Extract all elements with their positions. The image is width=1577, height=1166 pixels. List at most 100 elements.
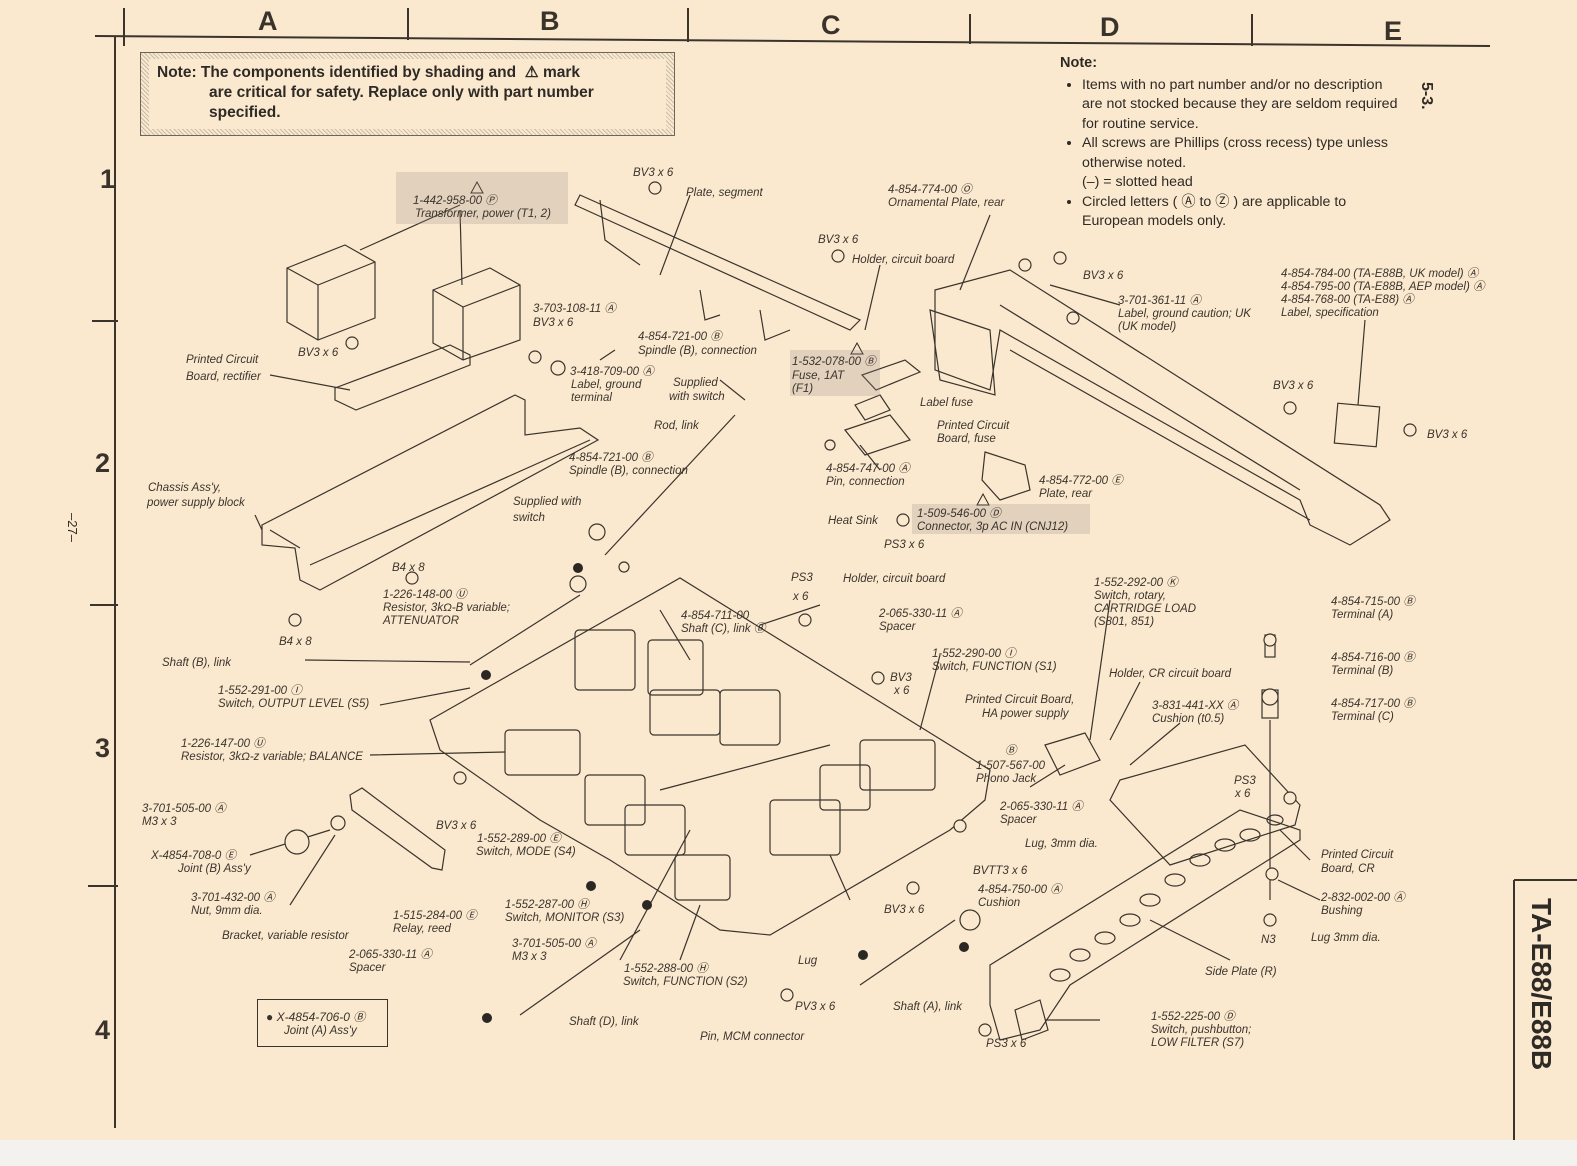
m3-part-number: 3-701-505-00 Ⓐ [142, 803, 226, 815]
safety-note-mark: mark [542, 64, 581, 81]
function-switch-part-number: 1-552-290-00 Ⓘ [932, 648, 1016, 660]
ornamental-plate-label: Ornamental Plate, rear [888, 197, 1005, 209]
safety-note-line2: are critical for safety. Replace only wi… [209, 84, 594, 101]
rectifier-board [334, 344, 471, 411]
balance-part-number: 1-226-147-00 Ⓤ [181, 738, 265, 750]
column-letter-b: B [540, 6, 560, 36]
supplied-label-1: Supplied [673, 377, 718, 389]
warning-marks [470, 180, 990, 506]
label-ground-part-number: 3-418-709-00 Ⓐ [570, 366, 654, 378]
bottom-strip [0, 1140, 1577, 1166]
shaft-d [519, 929, 641, 1016]
fuse-label-1: Fuse, 1AT [792, 370, 845, 382]
ac-inlet [981, 451, 1031, 501]
supplied-switch-label-1: Supplied with [513, 496, 582, 508]
screw-label: BV3 [890, 672, 912, 684]
column-letter-d: D [1100, 12, 1120, 42]
ac-in-label: Connector, 3p AC IN (CNJ12) [917, 521, 1069, 533]
screw-label: PS3 [1234, 775, 1256, 787]
screw-label: BV3 x 6 [818, 234, 859, 246]
spec-label-part-1: 4-854-784-00 (TA-E88B, UK model) Ⓐ [1281, 268, 1479, 280]
relay-part-number: 1-515-284-00 Ⓔ [393, 910, 477, 922]
fuse-shading [790, 350, 880, 396]
balance-label: Resistor, 3kΩ-z variable; BALANCE [181, 751, 363, 763]
shaft-a [859, 919, 956, 986]
pcb-cr-label-1: Printed Circuit [1321, 849, 1394, 861]
pcb-fuse-label-1: Printed Circuit [937, 420, 1010, 432]
function-2-part-number: 1-552-288-00 Ⓗ [624, 963, 708, 975]
spacer-part-number: 2-065-330-11 Ⓐ [879, 608, 962, 620]
monitor-switch-label: Switch, MONITOR (S3) [505, 912, 625, 924]
supplied-label-2: with switch [669, 391, 725, 403]
screw-label: BV3 x 6 [436, 820, 477, 832]
shaft-c-part-number: 4-854-711-00 [681, 610, 750, 622]
row-number-3: 3 [95, 733, 111, 763]
cartridge-switch-label-3: (S801, 851) [1094, 616, 1155, 628]
cartridge-switch-part-number: 1-552-292-00 Ⓚ [1094, 577, 1178, 589]
rod-link-label: Rod, link [654, 420, 699, 432]
screw-label: PV3 x 6 [795, 1001, 836, 1013]
terminal-b-label: Terminal (B) [1331, 665, 1394, 677]
spacer-3-label: Spacer [349, 962, 386, 974]
heat-sink-label: Heat Sink [828, 515, 878, 527]
model-name: TA-E88/E88B [1526, 898, 1557, 1070]
lug-3mm-dia-label: Lug 3mm dia. [1311, 932, 1381, 944]
supplied-switch-label-2: switch [513, 512, 545, 524]
side-plate-label: Side Plate (R) [1205, 966, 1277, 978]
nut-n3-label: N3 [1261, 934, 1276, 946]
screw-label: x 6 [793, 591, 809, 603]
shaft-a-label: Shaft (A), link [893, 1001, 963, 1013]
cr-board [1109, 744, 1301, 866]
column-letter-c: C [821, 10, 841, 40]
service-manual-page [0, 0, 1577, 1140]
holder-cr-label: Holder, CR circuit board [1109, 668, 1232, 680]
part-number-3703: 3-703-108-11 Ⓐ [533, 303, 616, 315]
pushbutton-part-number: 1-552-225-00 Ⓓ [1151, 1011, 1235, 1023]
joint-a-legend-box: ● X-4854-706-0 Ⓑ Joint (A) Ass'y [257, 999, 388, 1047]
lug-3mm-label: Lug, 3mm dia. [1025, 838, 1098, 850]
screw-label: PS3 [791, 572, 813, 584]
nut-part-number: 3-701-432-00 Ⓐ [191, 892, 275, 904]
spec-label-part-3: 4-854-768-00 (TA-E88) Ⓐ [1281, 294, 1414, 306]
terminal-b-part-number: 4-854-716-00 Ⓑ [1331, 652, 1415, 664]
attenuator-part-number: 1-226-148-00 Ⓤ [383, 589, 467, 601]
ground-caution-label-2: (UK model) [1118, 321, 1177, 333]
pcb-ha-label-1: Printed Circuit Board, [965, 694, 1075, 706]
section-number: 5-3. [1418, 82, 1435, 110]
row-number-4: 4 [95, 1015, 111, 1045]
spindle-part-number: 4-854-721-00 Ⓑ [638, 331, 722, 343]
spacer-3-part-number: 2-065-330-11 Ⓐ [349, 949, 432, 961]
side-plate-r [989, 809, 1301, 1041]
spec-label-part-2: 4-854-795-00 (TA-E88B, AEP model) Ⓐ [1281, 281, 1485, 293]
bushing-part-number: 2-832-002-00 Ⓐ [1321, 892, 1405, 904]
transformer-1 [286, 244, 376, 341]
joint-a-legend-line1: ● X-4854-706-0 Ⓑ [266, 1010, 366, 1024]
bracket-variable-resistor [349, 787, 446, 871]
plate-segment-label: Plate, segment [686, 187, 763, 199]
terminal-a-label: Terminal (A) [1331, 609, 1394, 621]
screw-label: BV3 x 6 [1083, 270, 1124, 282]
cartridge-switch-label-2: CARTRIDGE LOAD [1094, 603, 1197, 615]
chassis-power-supply [261, 394, 600, 591]
chassis-label-2: power supply block [147, 497, 245, 509]
holder-circuit-board-label: Holder, circuit board [852, 254, 955, 266]
plate-rear-part-number: 4-854-772-00 Ⓔ [1039, 475, 1123, 487]
main-circuit-board [429, 577, 991, 936]
output-level-part-number: 1-552-291-00 Ⓘ [218, 685, 302, 697]
general-note-item-2: All screws are Phillips (cross recess) t… [1082, 134, 1405, 173]
transformer-part-number: 1-442-958-00 Ⓟ [413, 195, 497, 207]
row-number-2: 2 [95, 448, 111, 478]
label-ground-2: terminal [571, 392, 612, 404]
slotted-head-note: (–) = slotted head [1082, 174, 1193, 190]
function-switch-label: Switch, FUNCTION (S1) [932, 661, 1057, 673]
bushing-label: Bushing [1321, 905, 1363, 917]
phono-jack [1044, 732, 1101, 776]
mode-switch-part-number: 1-552-289-00 Ⓔ [477, 833, 561, 845]
screw-label: BV3 x 6 [298, 347, 339, 359]
m3b-label: M3 x 3 [512, 951, 547, 963]
column-letter-e: E [1384, 16, 1403, 46]
lug-label: Lug [798, 955, 818, 967]
warning-icon: ⚠ [524, 64, 539, 81]
spindle-label: Spindle (B), connection [638, 345, 757, 357]
